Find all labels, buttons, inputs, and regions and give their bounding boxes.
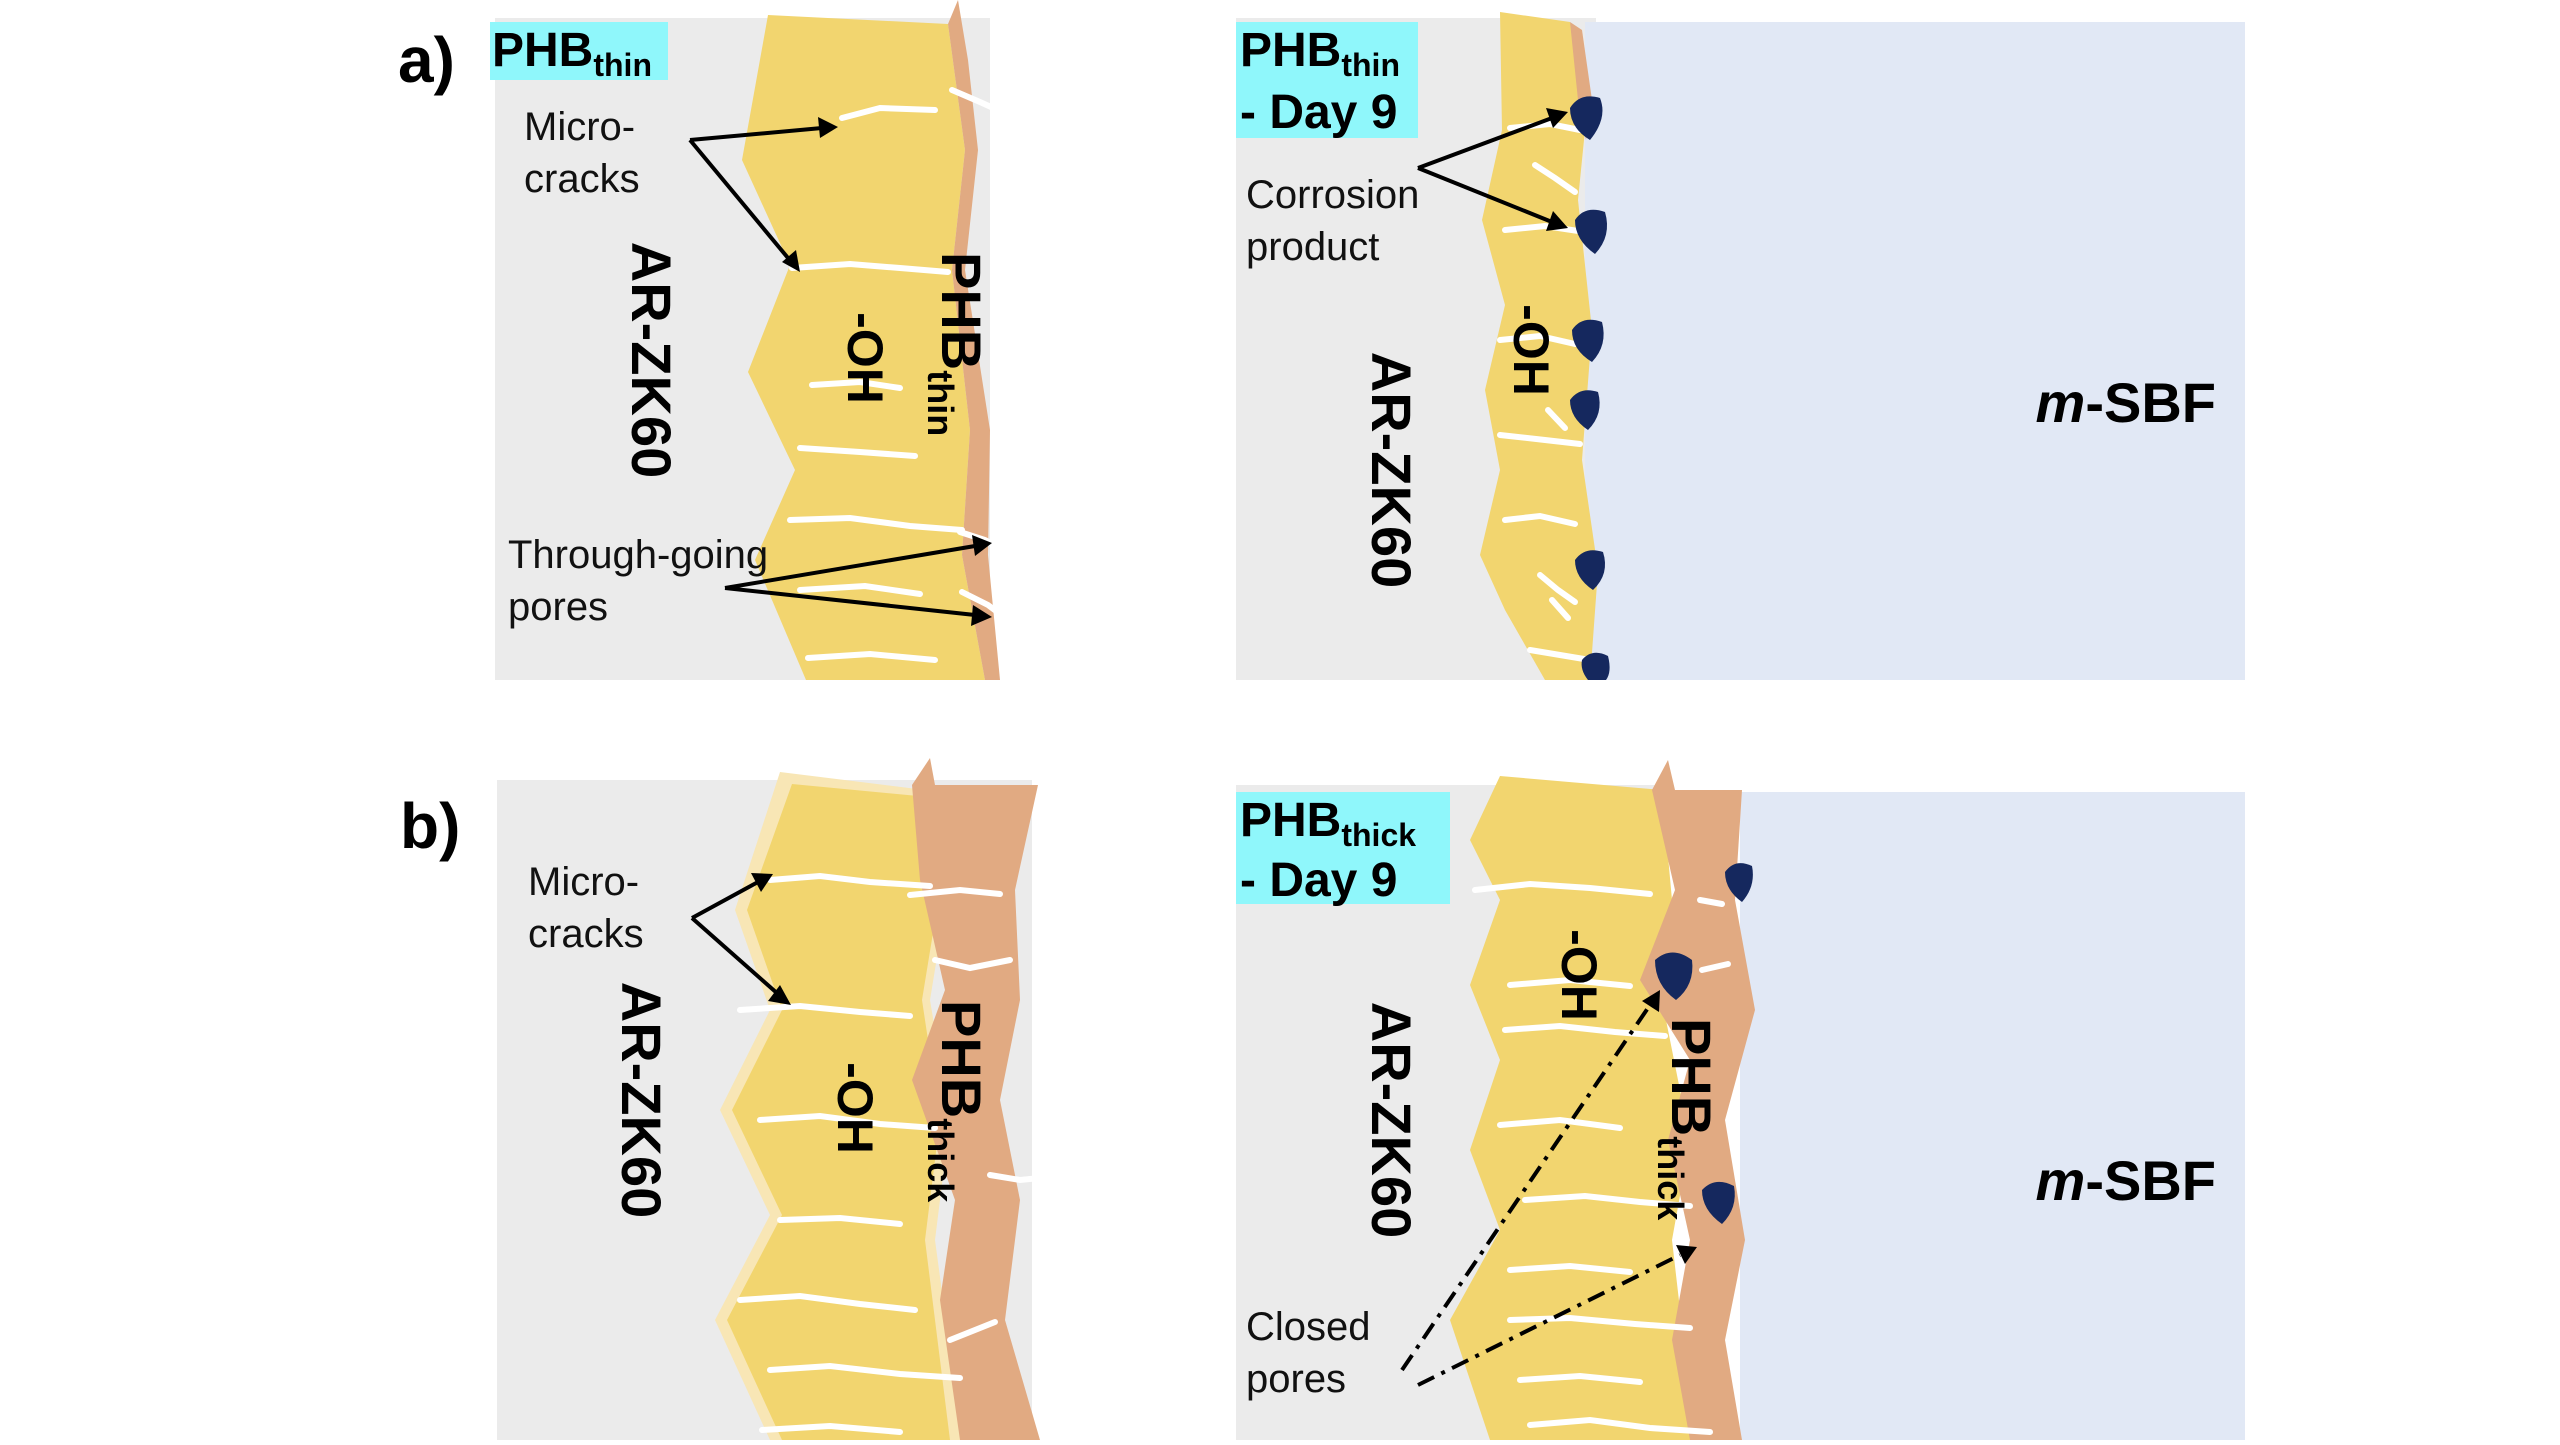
panel-a-right-oxide-layer bbox=[1480, 12, 1598, 680]
panel-b-left-callout-microcracks-2: cracks bbox=[528, 912, 644, 956]
panel-b-left-callout-microcracks-1: Micro- bbox=[528, 860, 639, 904]
panel-a-left-arrows bbox=[688, 117, 992, 626]
panel-b-letter: b) bbox=[400, 790, 460, 862]
panel-a-left-callout-pores-1: Through-going bbox=[508, 533, 768, 577]
panel-a-right-callout-corrosion-2: product bbox=[1246, 225, 1379, 269]
panel-a-right-arrows bbox=[1417, 108, 1568, 231]
panel-a-left-tag-bg bbox=[490, 22, 668, 80]
panel-b-right-phb-coating bbox=[1640, 760, 1755, 1440]
panel-b-left-substrate-label: AR-ZK60 bbox=[610, 982, 673, 1218]
panel-a-right-hydroxyl-label: -OH bbox=[1503, 304, 1559, 396]
panel-b-right-tag-bg bbox=[1236, 792, 1450, 904]
panel-a-left-microcracks bbox=[787, 87, 1005, 663]
panel-a-right-medium bbox=[1585, 22, 2245, 680]
panel-b-right-substrate-label: AR-ZK60 bbox=[1360, 1002, 1423, 1238]
panel-b-left-microcracks bbox=[737, 872, 1043, 1435]
panel-b-right-tag-line2: - Day 9 bbox=[1240, 854, 1397, 907]
panel-b-left-arrows bbox=[690, 873, 791, 1005]
panel-b-right-microcracks bbox=[1472, 880, 1731, 1435]
panel-a-right-substrate-label: AR-ZK60 bbox=[1360, 352, 1423, 588]
panel-a-right-tag-bg bbox=[1236, 22, 1418, 138]
panel-b-left-hydroxyl-label: -OH bbox=[827, 1062, 883, 1154]
panel-a-left-oxide-layer bbox=[742, 15, 985, 680]
panel-b-right-hydroxyl-label: -OH bbox=[1551, 929, 1607, 1021]
panel-b-right-medium-label: m-SBF bbox=[2036, 1149, 2216, 1212]
panel-b-right-oxide-layer bbox=[1450, 776, 1695, 1440]
panel-a-left-tag: PHBthin bbox=[492, 24, 652, 83]
panel-a-left-substrate-label: AR-ZK60 bbox=[620, 242, 683, 478]
panel-a-right-microcracks bbox=[1497, 120, 1593, 663]
panel-b-right-callout-pores-1: Closed bbox=[1246, 1305, 1371, 1349]
panel-b-right-coating-label: PHBthick bbox=[1650, 1018, 1723, 1221]
panel-b-right-medium bbox=[1740, 792, 2245, 1440]
panel-a-left-callout-microcracks-2: cracks bbox=[524, 157, 640, 201]
panel-b-right-tag-line1: PHBthick bbox=[1240, 794, 1416, 853]
panel-b-left-oxide-layer bbox=[727, 784, 950, 1440]
panel-a-letter: a) bbox=[398, 24, 455, 96]
panel-b-right-callout-pores-2: pores bbox=[1246, 1357, 1346, 1401]
panel-a-left-phb-coating bbox=[948, 0, 1000, 680]
panel-a-left-hydroxyl-label: -OH bbox=[837, 312, 893, 404]
panel-b-right-corrosion-products bbox=[1655, 863, 1753, 1224]
panel-a-right-corrosion-products bbox=[1570, 96, 1610, 680]
panel-a-left-coating-label: PHBthin bbox=[920, 252, 993, 436]
panel-a-right-callout-corrosion-1: Corrosion bbox=[1246, 173, 1419, 217]
panel-a-left-callout-microcracks-1: Micro- bbox=[524, 105, 635, 149]
panel-a-right-medium-label: m-SBF bbox=[2036, 371, 2216, 434]
panel-b-left-phb-coating bbox=[912, 758, 1040, 1440]
panel-a-right-tag-line1: PHBthin bbox=[1240, 24, 1400, 83]
panel-a-left-callout-pores-2: pores bbox=[508, 585, 608, 629]
panel-a-right-tag-line2: - Day 9 bbox=[1240, 86, 1397, 139]
panel-b-right-arrows bbox=[1400, 990, 1697, 1387]
panel-b-left-coating-label: PHBthick bbox=[920, 1000, 993, 1203]
